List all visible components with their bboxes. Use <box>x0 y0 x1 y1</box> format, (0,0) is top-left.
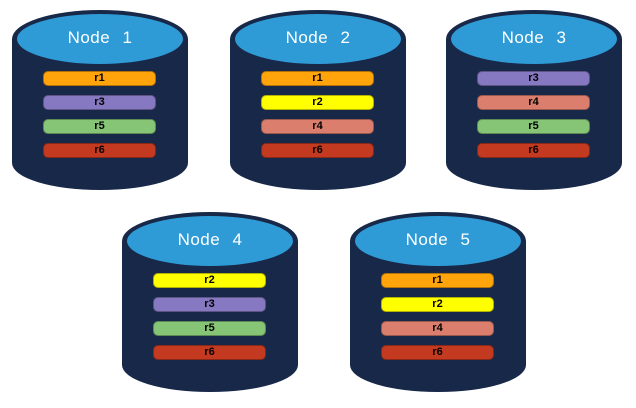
replica-label: r5 <box>94 120 105 132</box>
replica-bar: r1 <box>43 71 156 86</box>
replica-list: r2 r3 r5 r6 <box>153 273 266 360</box>
replica-bar: r5 <box>477 119 590 134</box>
replica-bar: r3 <box>477 71 590 86</box>
replica-label: r1 <box>94 72 105 84</box>
replica-bar: r3 <box>43 95 156 110</box>
replica-label: r6 <box>528 144 539 156</box>
replica-bar: r2 <box>153 273 266 288</box>
node-cylinder-5: Node 5 r1 r2 r4 r6 <box>350 212 526 392</box>
replica-bar: r6 <box>477 143 590 158</box>
replica-bar: r2 <box>261 95 374 110</box>
replica-label: r6 <box>312 144 323 156</box>
replica-bar: r6 <box>381 345 494 360</box>
replica-bar: r4 <box>381 321 494 336</box>
node-title: Node 1 <box>67 28 133 47</box>
replica-label: r3 <box>528 72 539 84</box>
replica-bar: r2 <box>381 297 494 312</box>
replica-bar: r6 <box>261 143 374 158</box>
replica-label: r3 <box>204 298 215 310</box>
replica-bar: r5 <box>43 119 156 134</box>
database-cylinder-icon <box>230 10 406 190</box>
replica-bar: r3 <box>153 297 266 312</box>
replica-label: r2 <box>204 274 215 286</box>
replica-label: r4 <box>312 120 323 132</box>
replica-label: r3 <box>94 96 105 108</box>
replica-bar: r4 <box>477 95 590 110</box>
node-title: Node 3 <box>501 28 567 47</box>
replica-bar: r6 <box>43 143 156 158</box>
replica-label: r6 <box>204 346 215 358</box>
node-title: Node 2 <box>285 28 351 47</box>
replica-list: r1 r2 r4 r6 <box>381 273 494 360</box>
replica-bar: r1 <box>261 71 374 86</box>
node-cylinder-3: Node 3 r3 r4 r5 r6 <box>446 10 622 190</box>
replica-label: r6 <box>432 346 443 358</box>
replica-bar: r6 <box>153 345 266 360</box>
replica-bar: r4 <box>261 119 374 134</box>
replica-list: r3 r4 r5 r6 <box>477 71 590 158</box>
node-title: Node 4 <box>177 230 243 249</box>
node-cylinder-1: Node 1 r1 r3 r5 r6 <box>12 10 188 190</box>
replica-label: r4 <box>432 322 443 334</box>
replica-label: r6 <box>94 144 105 156</box>
replica-bar: r1 <box>381 273 494 288</box>
node-title: Node 5 <box>405 230 471 249</box>
node-cylinder-2: Node 2 r1 r2 r4 r6 <box>230 10 406 190</box>
database-cylinder-icon <box>12 10 188 190</box>
replica-label: r1 <box>312 72 323 84</box>
node-cylinder-4: Node 4 r2 r3 r5 r6 <box>122 212 298 392</box>
replica-label: r2 <box>312 96 323 108</box>
replica-label: r4 <box>528 96 539 108</box>
database-cylinder-icon <box>122 212 298 392</box>
replica-label: r5 <box>528 120 539 132</box>
replica-label: r1 <box>432 274 443 286</box>
replica-label: r2 <box>432 298 443 310</box>
replica-bar: r5 <box>153 321 266 336</box>
replica-list: r1 r2 r4 r6 <box>261 71 374 158</box>
replica-list: r1 r3 r5 r6 <box>43 71 156 158</box>
replica-label: r5 <box>204 322 215 334</box>
